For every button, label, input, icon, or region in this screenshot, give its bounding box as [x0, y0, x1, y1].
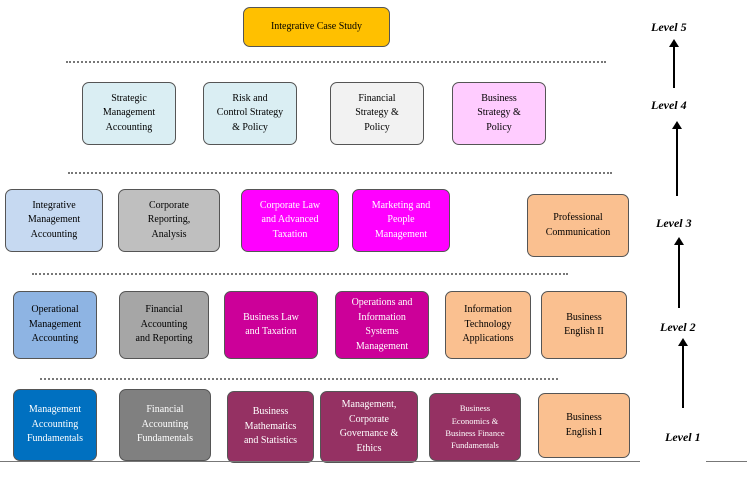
box-business-law-taxation: Business Law and Taxation: [224, 291, 318, 359]
box-integrative-case-study: Integrative Case Study: [243, 7, 390, 47]
box-financial-accounting-reporting: Financial Accounting and Reporting: [119, 291, 209, 359]
box-marketing-people-management: Marketing and People Management: [352, 189, 450, 252]
separator-level-1-2: [40, 378, 558, 380]
box-integrative-management-accounting: Integrative Management Accounting: [5, 189, 103, 252]
separator-level-3-4: [68, 172, 612, 174]
level-2-label: Level 2: [660, 320, 696, 334]
arrow-level-1-to-2: [678, 338, 688, 408]
box-management-accounting-fundamentals: Management Accounting Fundamentals: [13, 389, 97, 461]
box-corporate-law-taxation: Corporate Law and Advanced Taxation: [241, 189, 339, 252]
level-4-label: Level 4: [651, 98, 687, 112]
level-3-label: Level 3: [656, 216, 692, 230]
box-operations-information-systems: Operations and Information Systems Manag…: [335, 291, 429, 359]
box-business-english-ii: Business English II: [541, 291, 627, 359]
base-line-left: [0, 461, 640, 462]
level-1-label: Level 1: [665, 430, 701, 444]
arrow-level-4-to-5: [669, 39, 679, 88]
box-strategic-management-accounting: Strategic Management Accounting: [82, 82, 176, 145]
box-business-strategy: Business Strategy & Policy: [452, 82, 546, 145]
box-business-economics-finance: Business Economics & Business Finance Fu…: [429, 393, 521, 461]
box-corporate-reporting: Corporate Reporting, Analysis: [118, 189, 220, 252]
box-business-english-i: Business English I: [538, 393, 630, 458]
box-management-corporate-governance: Management, Corporate Governance & Ethic…: [320, 391, 418, 463]
separator-level-4-5: [66, 61, 606, 63]
box-business-mathematics-statistics: Business Mathematics and Statistics: [227, 391, 314, 463]
separator-level-2-3: [32, 273, 568, 275]
arrow-level-2-to-3: [674, 237, 684, 308]
box-risk-control-strategy: Risk and Control Strategy & Policy: [203, 82, 297, 145]
box-financial-accounting-fundamentals: Financial Accounting Fundamentals: [119, 389, 211, 461]
box-professional-communication: Professional Communication: [527, 194, 629, 257]
base-line-right: [706, 461, 747, 462]
arrow-level-3-to-4: [672, 121, 682, 196]
box-operational-management-accounting: Operational Management Accounting: [13, 291, 97, 359]
box-information-technology-applications: Information Technology Applications: [445, 291, 531, 359]
box-financial-strategy: Financial Strategy & Policy: [330, 82, 424, 145]
level-5-label: Level 5: [651, 20, 687, 34]
